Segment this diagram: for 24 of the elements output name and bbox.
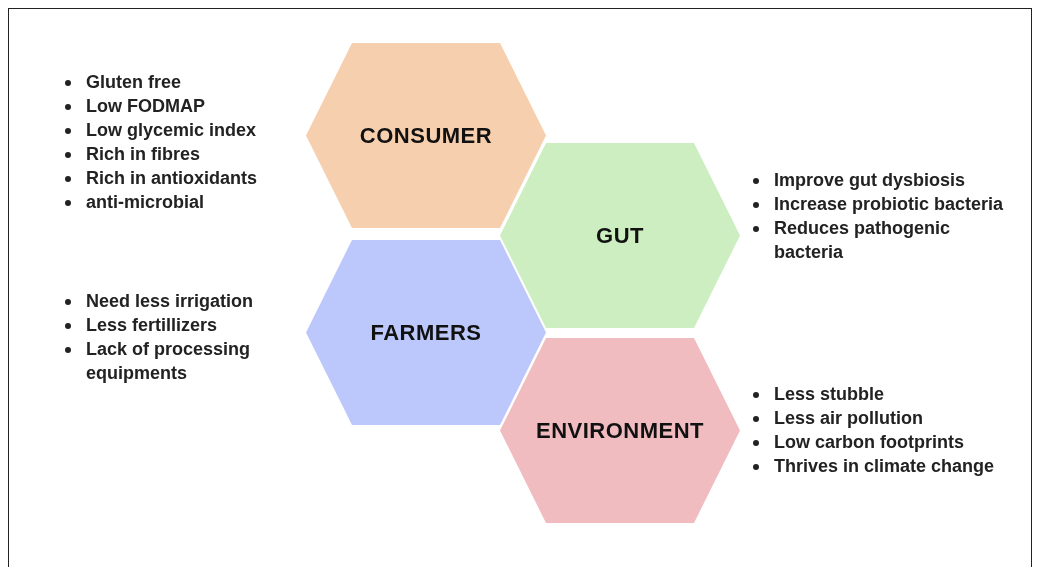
bullet-item: Less stubble bbox=[774, 382, 1040, 406]
bullet-item: Less fertillizers bbox=[86, 313, 316, 337]
bullet-item: Low glycemic index bbox=[86, 118, 326, 142]
bullet-item: Reduces pathogenic bacteria bbox=[774, 216, 1004, 264]
hexagon-label: FARMERS bbox=[370, 319, 482, 346]
bullet-item: Improve gut dysbiosis bbox=[774, 168, 1004, 192]
bullet-item: Thrives in climate change bbox=[774, 454, 1040, 478]
hexagon bbox=[306, 43, 546, 228]
hexagon bbox=[306, 240, 546, 425]
hexagon-label: CONSUMER bbox=[359, 122, 493, 149]
hexagon-label: GUT bbox=[596, 222, 644, 249]
hexagon-label: ENVIRONMENT bbox=[535, 417, 705, 444]
bullet-item: Increase probiotic bacteria bbox=[774, 192, 1004, 216]
bullet-item: Low carbon footprints bbox=[774, 430, 1040, 454]
bullet-item: Rich in antioxidants bbox=[86, 166, 326, 190]
hexagon bbox=[500, 143, 740, 328]
bullet-item: Less air pollution bbox=[774, 406, 1040, 430]
bullet-item: Need less irrigation bbox=[86, 289, 316, 313]
bullet-item: Low FODMAP bbox=[86, 94, 326, 118]
bullet-item: anti-microbial bbox=[86, 190, 326, 214]
bullet-item: Gluten free bbox=[86, 70, 326, 94]
hexagon bbox=[500, 338, 740, 523]
bullet-item: Lack of processing equipments bbox=[86, 337, 316, 385]
bullet-item: Rich in fibres bbox=[86, 142, 326, 166]
